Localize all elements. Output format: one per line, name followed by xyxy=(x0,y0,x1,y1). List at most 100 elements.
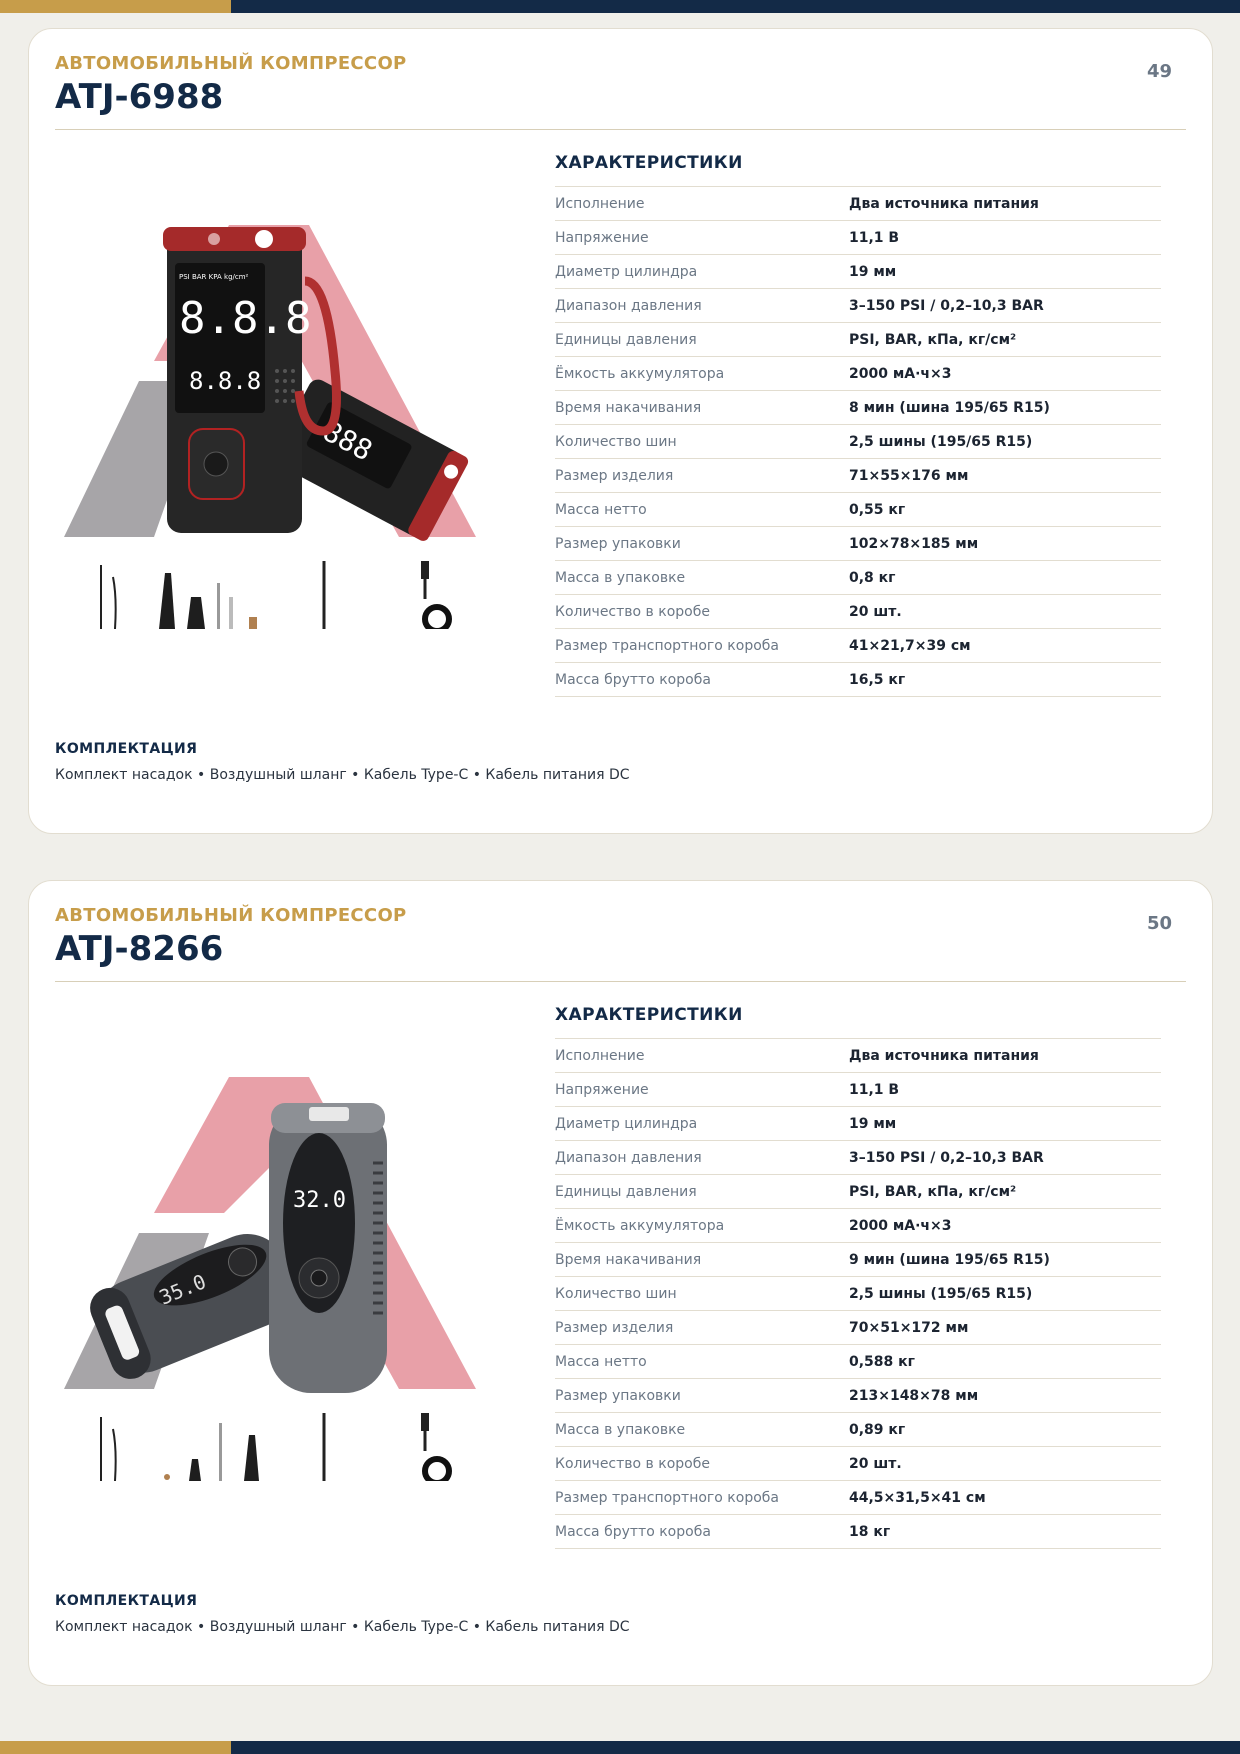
spec-label: Диаметр цилиндра xyxy=(555,263,698,280)
product-card: АВТОМОБИЛЬНЫЙ КОМПРЕССОР ATJ-6988 49 888… xyxy=(28,28,1213,834)
bottom-stripe-navy xyxy=(231,1741,1240,1754)
spec-value: 2000 мА·ч×3 xyxy=(849,365,952,382)
table-row: Время накачивания 8 мин (шина 195/65 R15) xyxy=(555,390,1161,425)
top-stripe-navy xyxy=(231,0,1240,13)
spec-value: 0,89 кг xyxy=(849,1421,906,1438)
spec-label: Размер изделия xyxy=(555,1319,674,1336)
spec-label: Напряжение xyxy=(555,229,649,246)
spec-label: Время накачивания xyxy=(555,399,702,416)
svg-text:8.8.8: 8.8.8 xyxy=(189,367,261,395)
spec-value: 2,5 шины (195/65 R15) xyxy=(849,1285,1033,1302)
page-number: 50 xyxy=(1146,913,1172,934)
spec-label: Масса в упаковке xyxy=(555,1421,686,1438)
table-row: Масса нетто 0,588 кг xyxy=(555,1344,1161,1379)
spec-label: Ёмкость аккумулятора xyxy=(555,1217,725,1234)
spec-value: 2,5 шины (195/65 R15) xyxy=(849,433,1033,450)
table-row: Ёмкость аккумулятора 2000 мА·ч×3 xyxy=(555,356,1161,391)
spec-value: 20 шт. xyxy=(849,603,902,620)
svg-text:32.0: 32.0 xyxy=(293,1188,346,1213)
spec-label: Размер изделия xyxy=(555,467,674,484)
spec-value: 19 мм xyxy=(849,1115,897,1132)
spec-value: 3–150 PSI / 0,2–10,3 BAR xyxy=(849,297,1044,314)
header-divider xyxy=(55,981,1186,982)
spec-value: 3–150 PSI / 0,2–10,3 BAR xyxy=(849,1149,1044,1166)
product-card: АВТОМОБИЛЬНЫЙ КОМПРЕССОР ATJ-8266 50 35.… xyxy=(28,880,1213,1686)
spec-label: Единицы давления xyxy=(555,1183,697,1200)
table-row: Размер транспортного короба 44,5×31,5×41 … xyxy=(555,1480,1161,1515)
product-model: ATJ-8266 xyxy=(55,929,224,969)
kit-text: Комплект насадок • Воздушный шланг • Каб… xyxy=(55,767,630,783)
spec-value: 0,8 кг xyxy=(849,569,896,586)
spec-value: 71×55×176 мм xyxy=(849,467,969,484)
spec-label: Масса нетто xyxy=(555,1353,647,1370)
spec-value: 41×21,7×39 см xyxy=(849,637,971,654)
spec-value: 9 мин (шина 195/65 R15) xyxy=(849,1251,1050,1268)
spec-label: Исполнение xyxy=(555,195,645,212)
specs-title: ХАРАКТЕРИСТИКИ xyxy=(555,1005,743,1025)
kit-title: КОМПЛЕКТАЦИЯ xyxy=(55,1593,198,1609)
spec-value: 213×148×78 мм xyxy=(849,1387,979,1404)
table-row: Диаметр цилиндра 19 мм xyxy=(555,254,1161,289)
table-row: Количество в коробе 20 шт. xyxy=(555,594,1161,629)
spec-label: Масса нетто xyxy=(555,501,647,518)
spec-value: 11,1 В xyxy=(849,1081,900,1098)
spec-label: Масса брутто короба xyxy=(555,1523,711,1540)
top-stripe xyxy=(0,0,1240,13)
table-row: Диапазон давления 3–150 PSI / 0,2–10,3 BA… xyxy=(555,1140,1161,1175)
spec-value: 8 мин (шина 195/65 R15) xyxy=(849,399,1050,416)
table-row: Размер транспортного короба 41×21,7×39 см xyxy=(555,628,1161,663)
spec-value: 44,5×31,5×41 см xyxy=(849,1489,986,1506)
spec-label: Количество в коробе xyxy=(555,603,710,620)
table-row: Масса в упаковке 0,8 кг xyxy=(555,560,1161,595)
table-row: Количество в коробе 20 шт. xyxy=(555,1446,1161,1481)
spec-value: Два источника питания xyxy=(849,1047,1039,1064)
spec-label: Единицы давления xyxy=(555,331,697,348)
spec-label: Диапазон давления xyxy=(555,297,702,314)
product-photo: 888 PSI BAR KPA kg/cm² 8.8.8 8.8.8 xyxy=(59,221,479,545)
header-divider xyxy=(55,129,1186,130)
table-row: Диаметр цилиндра 19 мм xyxy=(555,1106,1161,1141)
spec-value: 20 шт. xyxy=(849,1455,902,1472)
specs-table: Исполнение Два источника питания Напряжен… xyxy=(555,186,1161,697)
table-row: Масса в упаковке 0,89 кг xyxy=(555,1412,1161,1447)
spec-value: Два источника питания xyxy=(849,195,1039,212)
spec-value: PSI, BAR, кПа, кг/см² xyxy=(849,1183,1017,1200)
spec-label: Ёмкость аккумулятора xyxy=(555,365,725,382)
kit-text: Комплект насадок • Воздушный шланг • Каб… xyxy=(55,1619,630,1635)
spec-label: Диапазон давления xyxy=(555,1149,702,1166)
svg-text:8.8.8: 8.8.8 xyxy=(179,293,311,344)
top-stripe-gold xyxy=(0,0,231,13)
spec-label: Размер транспортного короба xyxy=(555,1489,779,1506)
spec-label: Количество шин xyxy=(555,1285,677,1302)
spec-value: 0,55 кг xyxy=(849,501,906,518)
spec-value: 19 мм xyxy=(849,263,897,280)
table-row: Размер изделия 71×55×176 мм xyxy=(555,458,1161,493)
spec-value: 70×51×172 мм xyxy=(849,1319,969,1336)
product-model: ATJ-6988 xyxy=(55,77,224,117)
table-row: Напряжение 11,1 В xyxy=(555,220,1161,255)
page-number: 49 xyxy=(1146,61,1172,82)
table-row: Диапазон давления 3–150 PSI / 0,2–10,3 BA… xyxy=(555,288,1161,323)
spec-label: Размер транспортного короба xyxy=(555,637,779,654)
product-category: АВТОМОБИЛЬНЫЙ КОМПРЕССОР xyxy=(55,53,407,74)
spec-label: Количество в коробе xyxy=(555,1455,710,1472)
table-row: Ёмкость аккумулятора 2000 мА·ч×3 xyxy=(555,1208,1161,1243)
spec-value: 2000 мА·ч×3 xyxy=(849,1217,952,1234)
spec-value: 0,588 кг xyxy=(849,1353,915,1370)
table-row: Единицы давления PSI, BAR, кПа, кг/см² xyxy=(555,1174,1161,1209)
spec-label: Масса в упаковке xyxy=(555,569,686,586)
svg-text:PSI BAR KPA kg/cm²: PSI BAR KPA kg/cm² xyxy=(179,273,249,281)
product-category: АВТОМОБИЛЬНЫЙ КОМПРЕССОР xyxy=(55,905,407,926)
spec-value: 11,1 В xyxy=(849,229,900,246)
table-row: Размер изделия 70×51×172 мм xyxy=(555,1310,1161,1345)
spec-label: Диаметр цилиндра xyxy=(555,1115,698,1132)
